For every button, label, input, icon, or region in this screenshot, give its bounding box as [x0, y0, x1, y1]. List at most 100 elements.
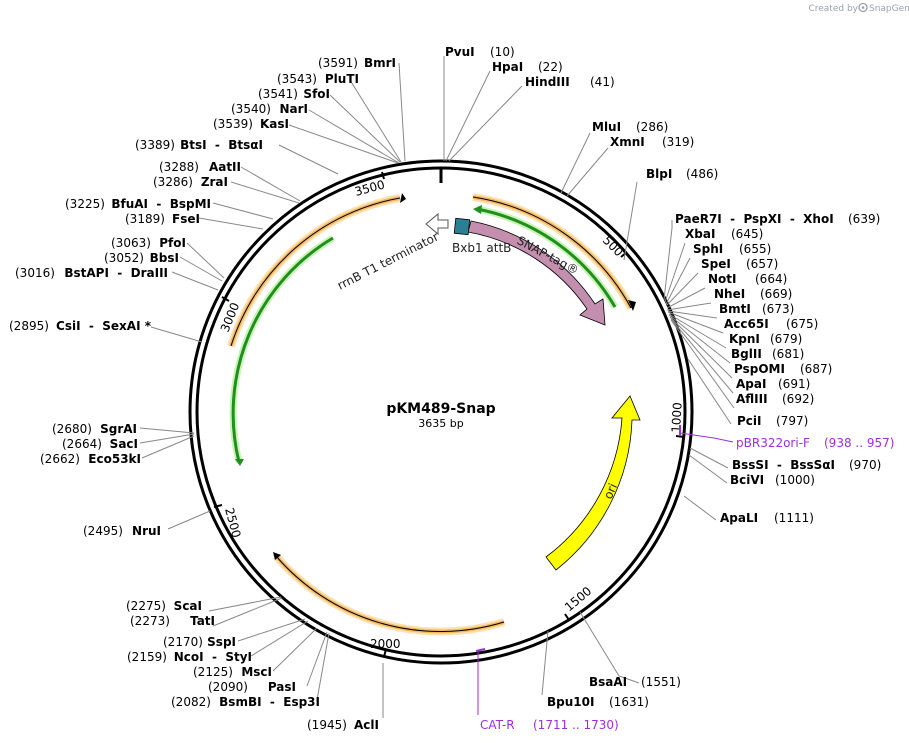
primer-pbr322ori-f[interactable]: [679, 425, 734, 443]
site-position: (319): [662, 135, 694, 149]
site-position: (673): [762, 302, 794, 316]
site-position: (1551): [641, 675, 681, 689]
tick-label-3500: 3500: [353, 177, 386, 198]
site-name[interactable]: BbsI: [150, 251, 179, 265]
site-name[interactable]: BciVI: [730, 473, 764, 487]
site-position: (3288): [159, 160, 199, 174]
site-position: (3543): [277, 72, 317, 86]
orf-arc-bottom: [272, 552, 506, 636]
tick-1000: [675, 435, 685, 438]
site-name[interactable]: SgrAI: [100, 422, 137, 436]
site-position: (655): [739, 242, 771, 256]
site-name[interactable]: FseI: [172, 212, 200, 226]
site-name[interactable]: NcoI - StyI: [174, 650, 252, 664]
site-name[interactable]: AflIII: [736, 392, 768, 406]
site-name[interactable]: TatI: [190, 614, 215, 628]
site-name[interactable]: XbaI: [685, 227, 715, 241]
site-position: (3189): [125, 212, 165, 226]
site-name[interactable]: BlpI: [646, 167, 672, 181]
feature-label-rrnb-terminator: rrnB T1 terminator: [335, 229, 441, 292]
snap-tag-feature[interactable]: [467, 220, 606, 326]
site-name[interactable]: SfoI: [303, 87, 330, 101]
site-position: (679): [770, 332, 802, 346]
site-name[interactable]: KpnI: [729, 332, 760, 346]
site-name[interactable]: ApaI: [736, 377, 766, 391]
site-name[interactable]: PspOMI: [734, 362, 785, 376]
site-position: (10): [490, 45, 515, 59]
site-name[interactable]: BmrI: [364, 56, 396, 70]
site-position: (2082): [171, 695, 211, 709]
bxb1-attb-feature[interactable]: [453, 217, 471, 236]
site-name[interactable]: XmnI: [610, 135, 645, 149]
site-name[interactable]: PvuI: [445, 45, 475, 59]
site-name[interactable]: BtsI - BtsαI: [180, 138, 263, 152]
site-position: (691): [778, 377, 810, 391]
site-name[interactable]: NheI: [714, 287, 745, 301]
site-name[interactable]: HindIII: [525, 75, 570, 89]
site-name[interactable]: BmtI: [719, 302, 751, 316]
tick-label-1000: 1000: [669, 402, 685, 433]
tick-label-2000: 2000: [370, 637, 401, 651]
ori-feature[interactable]: [545, 395, 641, 571]
site-position: (645): [731, 227, 763, 241]
site-name[interactable]: KasI: [260, 117, 289, 131]
site-name[interactable]: ApaLI: [720, 511, 758, 525]
site-position: (3540): [231, 102, 271, 116]
site-position: (2275): [126, 599, 166, 613]
site-position: (22): [538, 60, 563, 74]
site-name[interactable]: MscI: [241, 665, 272, 679]
orf-arc-left: [227, 193, 406, 466]
site-position: (2680): [52, 422, 92, 436]
site-position: (669): [760, 287, 792, 301]
site-name[interactable]: NarI: [279, 102, 308, 116]
site-position: (2159): [127, 650, 167, 664]
site-name[interactable]: ScaI: [174, 599, 202, 613]
site-name[interactable]: SacI: [110, 437, 138, 451]
credit-prefix: Created by: [808, 4, 858, 14]
site-name[interactable]: PaeR7I - PspXI - XhoI: [675, 212, 834, 226]
site-name[interactable]: SspI: [207, 635, 236, 649]
site-name[interactable]: NotI: [708, 272, 737, 286]
site-name[interactable]: SpeI: [701, 257, 731, 271]
site-name[interactable]: AclI: [354, 718, 379, 732]
site-position: (286): [636, 120, 668, 134]
site-name[interactable]: Acc65I: [724, 317, 769, 331]
site-name[interactable]: PciI: [737, 414, 762, 428]
site-name[interactable]: PfoI: [159, 236, 186, 250]
site-name[interactable]: PasI: [268, 680, 296, 694]
site-name[interactable]: BsaAI: [589, 675, 627, 689]
site-position: (41): [590, 75, 615, 89]
site-name[interactable]: PluTI: [325, 72, 359, 86]
site-position: (486): [686, 167, 718, 181]
site-position: (3286): [153, 175, 193, 189]
plasmid-length: 3635 bp: [418, 417, 463, 430]
orf-arc-right: [472, 193, 636, 311]
site-name[interactable]: BfuAI - BspMI: [111, 197, 211, 211]
site-name[interactable]: BglII: [731, 347, 762, 361]
site-name[interactable]: Eco53kI: [88, 452, 141, 466]
site-name[interactable]: ZraI: [201, 175, 228, 189]
site-name[interactable]: BsmBI - Esp3I: [219, 695, 320, 709]
rrnb-terminator-icon[interactable]: [425, 212, 449, 236]
site-name[interactable]: MluI: [592, 120, 621, 134]
site-position: (657): [746, 257, 778, 271]
feature-label-ori: ori: [601, 481, 620, 501]
site-position: (664): [755, 272, 787, 286]
site-name[interactable]: CsiI - SexAI *: [56, 319, 152, 333]
site-name[interactable]: BssSI - BssSαI: [732, 458, 835, 472]
site-position: (692): [782, 392, 814, 406]
tick-label-1500: 1500: [562, 584, 594, 614]
site-name[interactable]: NruI: [132, 524, 161, 538]
primer-range-pbr322ori-f: (938 .. 957): [824, 436, 894, 450]
site-name[interactable]: Bpu10I: [547, 695, 594, 709]
primer-cat-r[interactable]: [475, 648, 486, 715]
site-name[interactable]: HpaI: [492, 60, 523, 74]
site-position: (3591): [318, 56, 358, 70]
site-position: (1111): [774, 511, 814, 525]
site-name[interactable]: SphI: [693, 242, 723, 256]
site-position: (2170): [163, 635, 203, 649]
site-position: (797): [776, 414, 808, 428]
site-name[interactable]: AatII: [209, 160, 241, 174]
site-name[interactable]: BstAPI - DraIII: [64, 266, 168, 280]
